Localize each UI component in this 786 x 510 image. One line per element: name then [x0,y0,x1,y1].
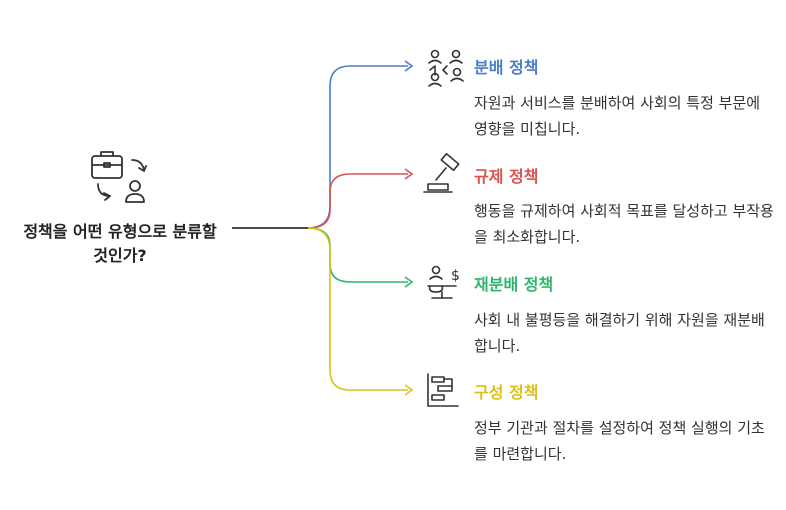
svg-text:$: $ [451,268,460,284]
connector-redistribution [307,227,408,283]
gantt-chart-icon [427,373,459,407]
branch-desc-constituent: 정부 기관과 절차를 설정하여 정책 실행의 기초를 마련합니다. [474,419,765,464]
arrowhead-constituent [404,384,414,396]
arrowhead-redistribution [404,276,414,288]
arrowhead-distribution [404,60,414,72]
connector-constituent [307,227,408,391]
connector-distribution [307,65,408,229]
exchange-people-icon [428,49,464,87]
branch-title-redistribution: 재분배 정책 [474,275,554,294]
branch-desc-regulation: 행동을 규제하여 사회적 목표를 달성하고 부작용을 최소화합니다. [474,202,774,247]
money-balance-icon: $ [427,265,460,299]
branch-title-regulation: 규제 정책 [474,167,539,186]
branch-desc-distribution: 자원과 서비스를 분배하여 사회의 특정 부문에 영향을 미칩니다. [474,94,761,139]
branch-title-distribution: 분배 정책 [474,58,539,77]
gavel-icon [423,152,460,193]
root-question-label: 정책을 어떤 유형으로 분류할 것인가? [23,222,217,265]
connector-regulation [307,173,408,229]
branch-desc-redistribution: 사회 내 불평등을 해결하기 위해 자원을 재분배합니다. [474,311,765,356]
briefcase-person-cycle-icon [91,151,147,203]
arrowhead-regulation [404,168,414,180]
branch-title-constituent: 구성 정책 [474,383,539,402]
